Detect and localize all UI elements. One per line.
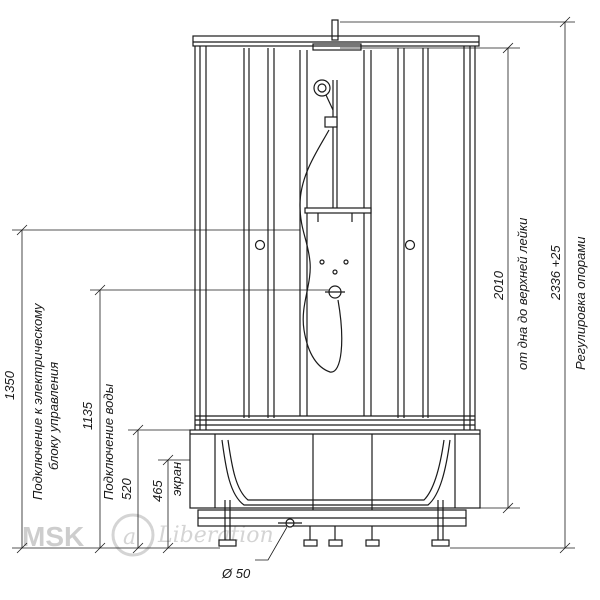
watermark-at-icon (111, 513, 155, 557)
tray (189, 429, 481, 547)
watermark-script: Liberation (157, 523, 274, 548)
dim-2336: 2336 +25 (548, 245, 563, 301)
label-screen: экран (169, 462, 184, 496)
shower-column (299, 79, 372, 373)
dim-520: 520 (119, 478, 134, 500)
shelf (304, 207, 372, 214)
roof (192, 19, 480, 51)
hand-shower-icon (313, 79, 331, 97)
drain-dimension (255, 526, 288, 561)
jet-icon (319, 259, 325, 265)
label-water: Подключение воды (101, 383, 116, 500)
label-electric-line1: Подключение к электрическому (30, 302, 45, 500)
dim-1135: 1135 (80, 401, 95, 430)
watermark-at-glyph: a (123, 525, 136, 550)
label-adjust: Регулировка опорами (573, 236, 588, 370)
left-handle-icon (254, 239, 266, 251)
cabin-frame (194, 46, 476, 430)
door-handles (254, 239, 416, 251)
watermark: MSK a Liberation (22, 513, 274, 557)
right-handle-icon (404, 239, 416, 251)
dimension-lines-left (12, 224, 330, 554)
dim-1350: 1350 (2, 370, 17, 400)
watermark-brand: MSK (22, 521, 84, 552)
label-from-bottom: от дна до верхней лейки (515, 218, 530, 370)
dimension-lines-right (340, 16, 575, 554)
dim-465: 465 (150, 480, 165, 502)
label-electric-line2: блоку управления (46, 362, 61, 470)
dim-drain: Ø 50 (221, 566, 251, 581)
dim-2010: 2010 (491, 270, 506, 301)
